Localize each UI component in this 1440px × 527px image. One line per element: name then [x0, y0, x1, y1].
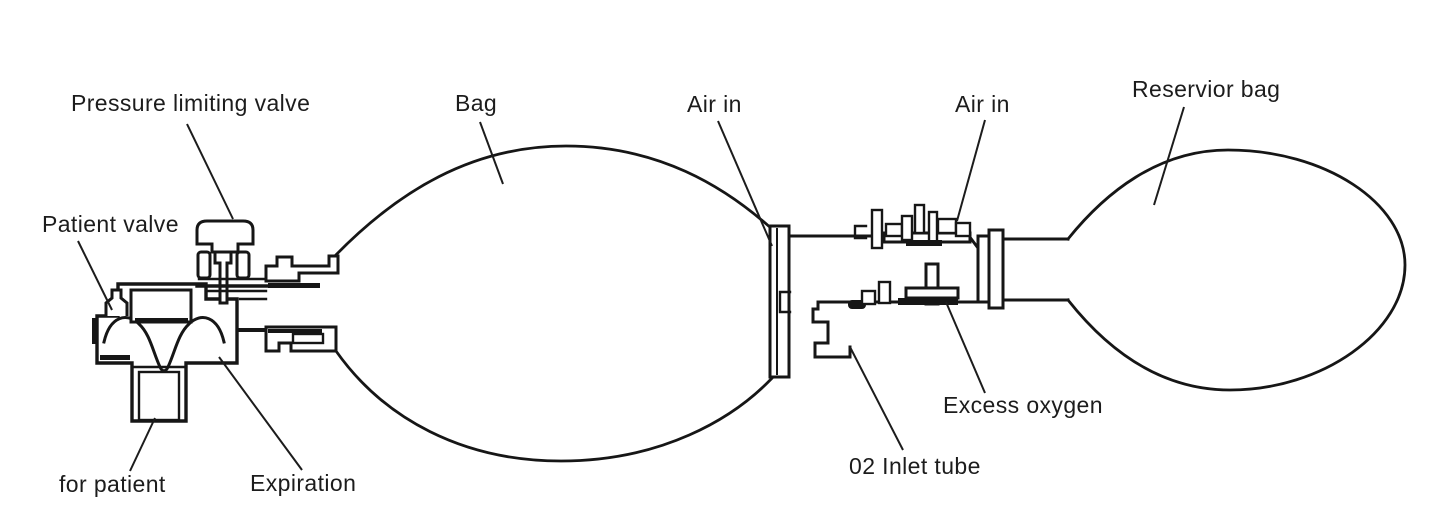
label-pressure-limiting-valve: Pressure limiting valve — [71, 90, 311, 116]
leader-for-patient — [129, 417, 156, 472]
valve-inner-chamber — [129, 288, 193, 324]
leader-o2-inlet-tube — [849, 346, 904, 451]
leader-excess-oxygen — [945, 301, 986, 394]
leader-bag — [479, 121, 504, 185]
leader-expiration — [218, 356, 303, 471]
inspiration-port-shade — [268, 283, 320, 288]
bag-bottom-curve — [334, 349, 776, 463]
expiration-port-inner — [291, 332, 325, 345]
inspiration-port-bracket — [264, 254, 340, 283]
label-reservoir-bag: Reservior bag — [1132, 76, 1281, 102]
plv-cap — [195, 219, 255, 254]
bag-outline — [329, 144, 776, 463]
reservoir-bag-outline — [1066, 148, 1407, 392]
top-cluster-shade — [906, 240, 942, 246]
label-expiration: Expiration — [250, 470, 357, 496]
bag-port-brackets — [204, 254, 340, 353]
bottom-cluster-block-1 — [860, 289, 877, 306]
top-cluster-clip — [853, 224, 868, 240]
reservoir-connector-ring-2 — [987, 228, 1005, 310]
reservoir-bag-curve — [1066, 148, 1407, 392]
expiration-port-shade — [268, 329, 322, 333]
label-bag: Bag — [455, 90, 498, 116]
label-for-patient: for patient — [59, 471, 166, 497]
plv-plunger-stem — [213, 250, 233, 305]
bag-top-curve — [329, 144, 774, 262]
air-intake-valve-assembly — [768, 203, 1070, 379]
bottom-cluster-bar — [904, 286, 960, 300]
leader-lines — [77, 106, 1185, 472]
bottom-cluster-shade — [898, 298, 958, 305]
leader-air-in-right — [956, 119, 986, 222]
valve-left-shade — [92, 318, 98, 344]
leader-pressure-limiting-valve — [186, 123, 234, 220]
top-cluster-block-1 — [884, 222, 904, 238]
top-cluster-post-3 — [913, 203, 926, 235]
top-cluster-post-4 — [927, 210, 939, 244]
patient-port-inner — [137, 370, 181, 422]
o2-inlet-step — [811, 300, 852, 359]
bottom-cluster-block-2 — [877, 280, 892, 305]
leader-patient-valve — [77, 240, 113, 311]
valve-bottom-shade — [100, 355, 130, 360]
label-excess-oxygen: Excess oxygen — [943, 392, 1103, 418]
plate-clip — [778, 290, 792, 314]
top-cluster-block-2 — [936, 217, 958, 235]
label-patient-valve: Patient valve — [42, 211, 179, 237]
top-cluster-block-3 — [954, 221, 972, 238]
patient-valve-assembly — [92, 282, 239, 423]
reservoir-connector-ring-1 — [976, 234, 991, 304]
leader-air-in-left — [717, 120, 773, 247]
air-inlet-valve-top — [853, 203, 972, 250]
valve-chamber-shade — [135, 318, 188, 323]
label-air-in-left: Air in — [687, 91, 742, 117]
label-o2-inlet-tube: 02 Inlet tube — [849, 453, 981, 479]
top-cluster-post-2 — [900, 214, 914, 242]
top-cluster-post-1 — [870, 208, 884, 250]
leader-reservoir-bag — [1153, 106, 1185, 206]
excess-oxygen-valve-bottom — [860, 262, 960, 306]
label-air-in-right: Air in — [955, 91, 1010, 117]
plv-right-post — [235, 250, 251, 280]
plv-left-post — [196, 250, 212, 280]
